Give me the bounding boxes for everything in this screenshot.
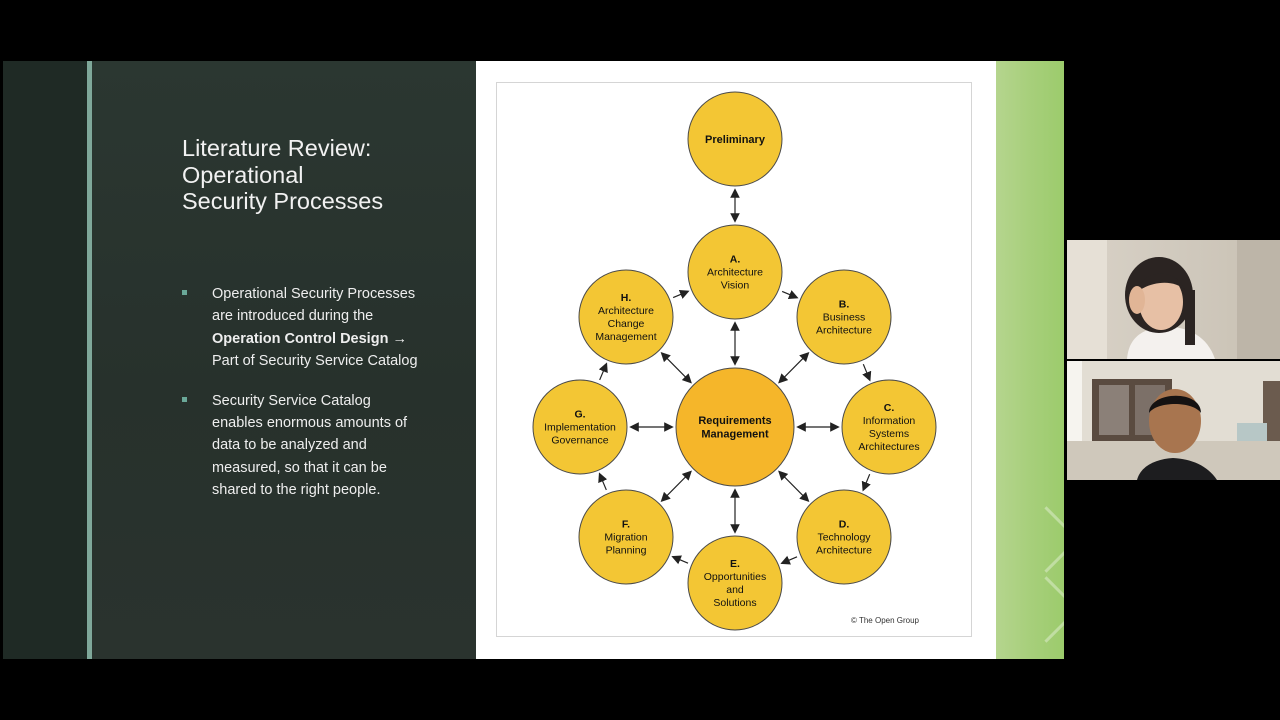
phase-preliminary-circle <box>687 91 783 187</box>
phase-c-label: Architectures <box>858 441 919 453</box>
bullet-bold-text: Operation Control Design <box>212 330 389 347</box>
phase-g-label: Implementation <box>544 422 616 434</box>
phase-f-label: F. <box>622 519 630 531</box>
requirements-management-circle <box>675 367 795 487</box>
bullet-item: Security Service Catalog enables enormou… <box>182 390 422 502</box>
bullet-text: Operational Security Processes are intro… <box>212 286 416 325</box>
bullet-text: → Part of Security Service Catalog <box>212 330 418 370</box>
slide-title-line: Operational <box>182 161 304 188</box>
participant-avatar-video <box>1067 361 1280 480</box>
slide-accent-strip <box>996 61 1064 659</box>
phase-g-label: G. <box>574 409 585 421</box>
phase-c-label: Information <box>863 415 916 427</box>
diagram-arrow <box>862 363 872 382</box>
adm-cycle-diagram: PreliminaryRequirementsManagementA.Archi… <box>532 91 937 631</box>
diagram-arrow <box>861 473 871 492</box>
diagram-arrow <box>672 290 690 299</box>
phase-d-circle <box>796 489 892 585</box>
phase-d-label: Technology <box>817 532 871 544</box>
phase-d-label: Architecture <box>816 545 872 557</box>
phase-c-label: C. <box>884 402 895 414</box>
phase-b-label: Business <box>823 312 866 324</box>
diagram-arrow <box>778 351 810 384</box>
bullet-list: Operational Security Processes are intro… <box>182 283 422 519</box>
phase-e-label: E. <box>730 558 740 570</box>
phase-h-label: Management <box>595 331 656 343</box>
phase-e-label: Opportunities <box>704 571 766 583</box>
phase-preliminary-label: Preliminary <box>705 134 766 146</box>
diagram-arrow <box>780 555 798 565</box>
bullet-text: Security Service Catalog enables enormou… <box>212 392 408 499</box>
slide-accent-line <box>87 61 92 659</box>
phase-a-label: Architecture <box>707 267 763 279</box>
participant-video-tile[interactable] <box>1067 240 1280 359</box>
diagram-arrow <box>660 470 692 503</box>
phase-g-circle <box>532 379 628 475</box>
diagram-arrows <box>598 188 872 565</box>
diagram-arrow <box>781 290 799 299</box>
diagram-arrow <box>598 472 608 491</box>
phase-e-label: Solutions <box>713 597 756 609</box>
phase-d-label: D. <box>839 519 850 531</box>
slide-accent-stripe <box>3 61 87 659</box>
phase-e-label: and <box>726 584 744 596</box>
phase-g-label: Governance <box>551 435 608 447</box>
diagram-arrow <box>671 555 689 565</box>
phase-b-label: B. <box>839 299 850 311</box>
phase-f-label: Migration <box>604 532 647 544</box>
diagram-arrow <box>660 351 692 384</box>
phase-h-label: H. <box>621 292 632 304</box>
slide-text-panel: Literature Review: Operational Security … <box>3 61 476 659</box>
phase-h-label: Architecture <box>598 305 654 317</box>
presentation-slide: Literature Review: Operational Security … <box>3 61 1064 659</box>
slide-title: Literature Review: Operational Security … <box>182 135 442 215</box>
diagram-arrow <box>778 470 810 503</box>
bullet-marker <box>182 290 187 295</box>
phase-f-label: Planning <box>606 545 647 557</box>
phase-b-circle <box>796 269 892 365</box>
slide-title-line: Literature Review: <box>182 135 372 161</box>
diagram-nodes: PreliminaryRequirementsManagementA.Archi… <box>532 91 937 631</box>
phase-a-circle <box>687 224 783 320</box>
bullet-marker <box>182 396 187 402</box>
slide-title-line: Security Processes <box>182 188 384 214</box>
diagram-arrow <box>598 362 608 381</box>
chevron-decoration-icon <box>1013 576 1064 643</box>
phase-e-circle <box>687 535 783 631</box>
phase-b-label: Architecture <box>816 325 872 337</box>
phase-a-label: Vision <box>721 280 750 292</box>
requirements-management-label: Requirements <box>698 415 771 427</box>
requirements-management-label: Management <box>701 429 769 441</box>
chevron-decoration-icon <box>1013 506 1064 573</box>
phase-f-circle <box>578 489 674 585</box>
phase-h-circle <box>578 269 674 365</box>
phase-a-label: A. <box>730 254 741 266</box>
phase-c-circle <box>841 379 937 475</box>
participant-video-tile[interactable] <box>1067 361 1280 480</box>
bullet-item: Operational Security Processes are intro… <box>182 283 422 373</box>
phase-c-label: Systems <box>869 428 909 440</box>
participant-avatar-video <box>1067 240 1280 359</box>
diagram-copyright: © The Open Group <box>851 616 920 625</box>
phase-h-label: Change <box>608 318 645 330</box>
